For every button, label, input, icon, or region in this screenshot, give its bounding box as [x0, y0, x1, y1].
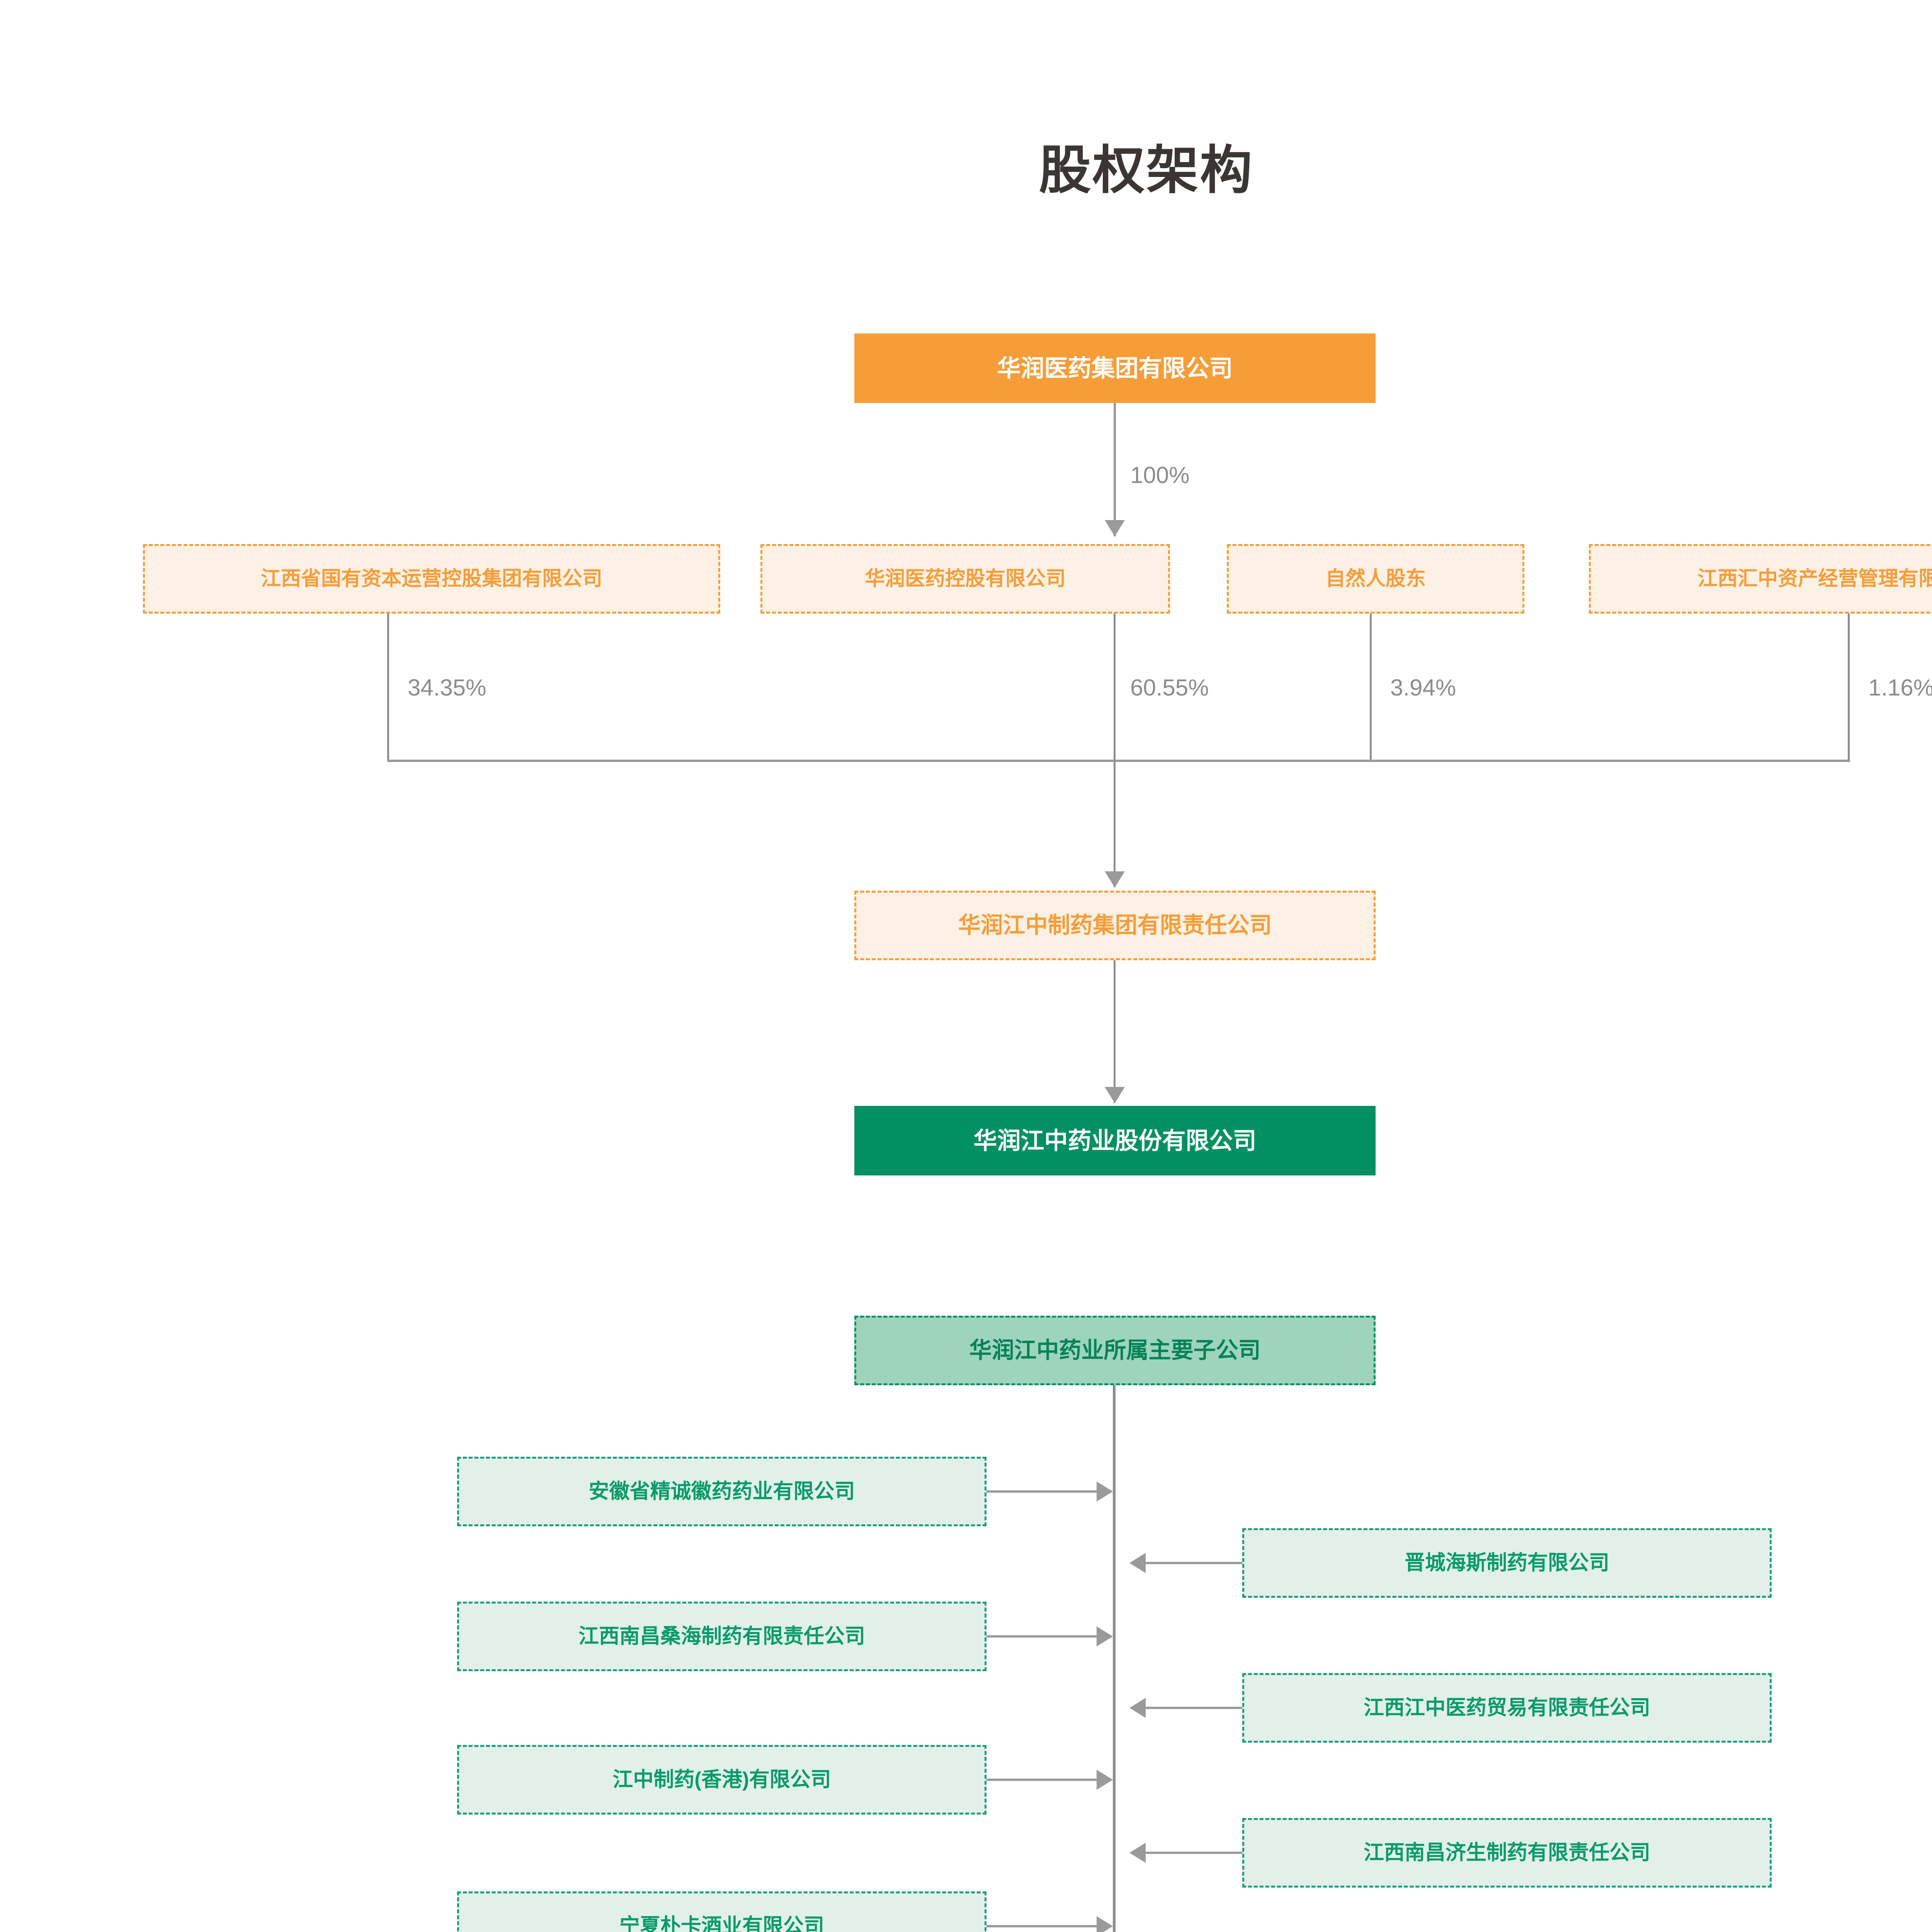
connector-left-3-arrowhead	[1097, 1916, 1113, 1932]
connector-left-0-arrowhead	[1097, 1481, 1113, 1502]
percent-label-shareholder-3: 1.16%	[1868, 675, 1932, 701]
connector-subsidiary-spine	[1113, 1385, 1116, 1932]
connector-right-1-arrowhead	[1129, 1698, 1146, 1718]
node-holding-company-label: 华润江中制药集团有限责任公司	[958, 912, 1272, 938]
node-subsidiary-right-1-label: 江西江中医药贸易有限责任公司	[1364, 1696, 1650, 1719]
node-subsidiary-header[interactable]: 华润江中药业所属主要子公司	[854, 1316, 1376, 1385]
node-shareholder-1-label: 华润医药控股有限公司	[864, 567, 1066, 590]
node-subsidiary-left-1-label: 江西南昌桑海制药有限责任公司	[578, 1624, 865, 1648]
node-shareholder-1[interactable]: 华润医药控股有限公司	[760, 544, 1170, 614]
node-shareholder-3-label: 江西汇中资产经营管理有限公司	[1697, 567, 1932, 590]
connector-left-1-arrowhead	[1097, 1626, 1113, 1646]
connector-right-2-line	[1146, 1852, 1242, 1854]
percent-label-shareholder-2: 3.94%	[1390, 675, 1456, 701]
connector-bus-to-holding-line	[1114, 760, 1116, 887]
node-subsidiary-left-2-label: 江中制药(香港)有限公司	[612, 1768, 831, 1791]
node-shareholder-2-label: 自然人股东	[1325, 567, 1426, 590]
node-parent-company-label: 华润医药集团有限公司	[997, 355, 1233, 381]
page-title: 股权架构	[1039, 141, 1254, 199]
connector-right-0-arrowhead	[1129, 1553, 1146, 1573]
connector-left-2-arrowhead	[1097, 1770, 1113, 1790]
node-subsidiary-left-2[interactable]: 江中制药(香港)有限公司	[457, 1745, 986, 1815]
connector-left-2-line	[986, 1779, 1097, 1781]
percent-label-shareholder-0: 34.35%	[408, 675, 486, 701]
connector-shareholder-0-drop	[387, 614, 389, 761]
percent-label-shareholder-1: 60.55%	[1130, 675, 1209, 701]
connector-right-0-line	[1146, 1562, 1242, 1564]
node-shareholder-2[interactable]: 自然人股东	[1227, 544, 1524, 614]
connector-holding-to-listed-line	[1114, 960, 1116, 1103]
connector-shareholder-1-drop	[1114, 614, 1116, 761]
node-subsidiary-left-0-label: 安徽省精诚徽药药业有限公司	[588, 1480, 855, 1503]
node-shareholder-0[interactable]: 江西省国有资本运营控股集团有限公司	[143, 544, 720, 614]
connector-shareholders-bus	[387, 760, 1850, 762]
node-subsidiary-left-0[interactable]: 安徽省精诚徽药药业有限公司	[457, 1457, 986, 1526]
node-subsidiary-right-2[interactable]: 江西南昌济生制药有限责任公司	[1242, 1818, 1772, 1888]
node-subsidiary-right-0-label: 晋城海斯制药有限公司	[1405, 1551, 1609, 1574]
node-shareholder-3[interactable]: 江西汇中资产经营管理有限公司	[1589, 544, 1932, 614]
connector-holding-to-listed-arrowhead	[1105, 1087, 1125, 1103]
node-subsidiary-right-0[interactable]: 晋城海斯制药有限公司	[1242, 1528, 1772, 1598]
node-subsidiary-left-3-label: 宁夏朴卡酒业有限公司	[619, 1914, 824, 1932]
node-listed-company[interactable]: 华润江中药业股份有限公司	[854, 1106, 1376, 1175]
node-shareholder-0-label: 江西省国有资本运营控股集团有限公司	[260, 567, 602, 590]
connector-shareholder-3-drop	[1848, 614, 1850, 761]
connector-left-3-line	[986, 1925, 1097, 1927]
connector-left-0-line	[986, 1490, 1097, 1493]
node-subsidiary-right-2-label: 江西南昌济生制药有限责任公司	[1364, 1841, 1650, 1864]
node-subsidiary-left-3[interactable]: 宁夏朴卡酒业有限公司	[457, 1891, 986, 1932]
connector-right-1-line	[1146, 1707, 1242, 1709]
connector-shareholder-2-drop	[1370, 614, 1372, 761]
node-holding-company[interactable]: 华润江中制药集团有限责任公司	[854, 891, 1376, 960]
percent-label-parent: 100%	[1130, 462, 1190, 488]
connector-left-1-line	[986, 1635, 1097, 1638]
connector-parent-to-holding-line	[1114, 403, 1116, 536]
connector-bus-to-holding-arrowhead	[1105, 871, 1125, 888]
node-parent-company[interactable]: 华润医药集团有限公司	[854, 333, 1376, 403]
node-subsidiary-header-label: 华润江中药业所属主要子公司	[969, 1337, 1261, 1363]
node-subsidiary-left-1[interactable]: 江西南昌桑海制药有限责任公司	[457, 1602, 986, 1671]
connector-parent-to-holding-arrowhead	[1105, 520, 1125, 536]
node-listed-company-label: 华润江中药业股份有限公司	[973, 1127, 1257, 1154]
connector-right-2-arrowhead	[1129, 1843, 1146, 1863]
node-subsidiary-right-1[interactable]: 江西江中医药贸易有限责任公司	[1242, 1673, 1772, 1743]
